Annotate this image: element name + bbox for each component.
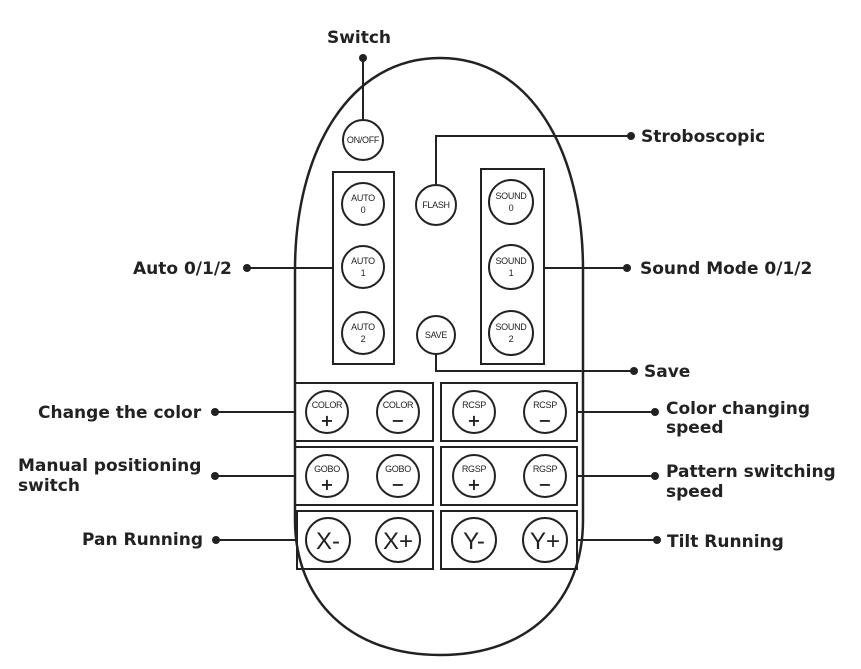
manual-dot — [211, 472, 219, 480]
auto-dot — [243, 264, 251, 272]
pattern-dot — [651, 472, 659, 480]
switch-dot — [359, 54, 367, 62]
rgsp-plus-button[interactable]: RGSP + — [452, 454, 496, 498]
leader-lines — [215, 58, 657, 541]
y-minus-label: Y- — [463, 528, 485, 555]
y-plus-button[interactable]: Y+ — [522, 517, 568, 563]
color-plus-button[interactable]: COLOR + — [305, 390, 349, 434]
auto0-number: 0 — [361, 205, 366, 215]
sound1-label: SOUND — [495, 256, 527, 266]
sound1-number: 1 — [509, 268, 514, 278]
onoff-label: ON/OFF — [347, 135, 380, 145]
auto0-label: AUTO — [351, 193, 375, 203]
sound2-number: 2 — [509, 334, 514, 344]
rgsp-plus-label: RGSP — [462, 464, 487, 474]
auto1-label: AUTO — [351, 256, 375, 266]
color-speed-callout-line1: Color changing — [666, 399, 810, 419]
color-speed-dot — [651, 408, 659, 416]
sound2-label: SOUND — [495, 322, 527, 332]
sound1-button[interactable]: SOUND 1 — [488, 244, 534, 290]
color-dot — [211, 408, 219, 416]
pattern-callout-line2: speed — [666, 482, 724, 502]
gobo-plus-button[interactable]: GOBO + — [305, 454, 349, 498]
sound-mode-callout: Sound Mode 0/1/2 — [640, 259, 812, 279]
sound-dot — [623, 264, 631, 272]
pattern-callout-line1: Pattern switching — [666, 462, 836, 482]
y-plus-label: Y+ — [530, 528, 560, 555]
gobo-minus-label: GOBO — [385, 464, 411, 474]
minus-icon: − — [391, 475, 404, 494]
sound0-label: SOUND — [495, 191, 527, 201]
tilt-callout: Tilt Running — [667, 532, 784, 552]
color-minus-label: COLOR — [383, 400, 414, 410]
stroboscopic-callout: Stroboscopic — [641, 127, 765, 147]
minus-icon: − — [538, 475, 551, 494]
manual-callout-line1: Manual positioning — [18, 456, 201, 476]
rcsp-minus-button[interactable]: RCSP − — [523, 390, 567, 434]
switch-callout: Switch — [327, 28, 391, 48]
x-plus-button[interactable]: X+ — [375, 517, 421, 563]
y-minus-button[interactable]: Y- — [451, 517, 497, 563]
plus-icon: + — [467, 475, 480, 494]
auto1-number: 1 — [361, 268, 366, 278]
sound-group-box — [480, 168, 545, 365]
change-color-callout: Change the color — [38, 403, 202, 423]
minus-icon: − — [538, 411, 551, 430]
gobo-minus-button[interactable]: GOBO − — [376, 454, 420, 498]
auto2-number: 2 — [361, 334, 366, 344]
x-minus-button[interactable]: X- — [305, 517, 351, 563]
stroboscopic-leader — [435, 135, 631, 184]
sound0-button[interactable]: SOUND 0 — [488, 179, 534, 225]
auto2-label: AUTO — [351, 322, 375, 332]
auto1-button[interactable]: AUTO 1 — [341, 245, 385, 289]
save-dot — [630, 367, 638, 375]
auto0-button[interactable]: AUTO 0 — [341, 182, 385, 226]
save-button[interactable]: SAVE — [416, 315, 456, 355]
save-leader — [435, 354, 634, 372]
remote-body-outline — [293, 56, 585, 657]
flash-label: FLASH — [422, 200, 450, 210]
save-callout: Save — [644, 362, 690, 382]
color-speed-callout-line2: speed — [666, 418, 724, 438]
plus-icon: + — [467, 411, 480, 430]
sound0-number: 0 — [509, 203, 514, 213]
rgsp-minus-label: RGSP — [533, 464, 558, 474]
pan-callout: Pan Running — [82, 530, 203, 550]
pan-dot — [212, 536, 220, 544]
color-plus-label: COLOR — [312, 400, 343, 410]
stroboscopic-dot — [627, 132, 635, 140]
leader-dots — [211, 54, 661, 544]
rcsp-plus-label: RCSP — [462, 400, 486, 410]
color-minus-button[interactable]: COLOR − — [376, 390, 420, 434]
auto2-button[interactable]: AUTO 2 — [341, 311, 385, 355]
x-minus-label: X- — [316, 528, 340, 555]
sound2-button[interactable]: SOUND 2 — [488, 310, 534, 356]
minus-icon: − — [391, 411, 404, 430]
tilt-dot — [653, 536, 661, 544]
plus-icon: + — [320, 411, 333, 430]
rcsp-plus-button[interactable]: RCSP + — [452, 390, 496, 434]
x-plus-label: X+ — [383, 528, 413, 555]
manual-callout-line2: switch — [18, 476, 80, 496]
flash-button[interactable]: FLASH — [415, 184, 457, 226]
auto-callout: Auto 0/1/2 — [133, 259, 232, 279]
gobo-plus-label: GOBO — [314, 464, 340, 474]
save-label: SAVE — [425, 330, 447, 340]
rcsp-minus-label: RCSP — [533, 400, 557, 410]
onoff-button[interactable]: ON/OFF — [342, 119, 384, 161]
rgsp-minus-button[interactable]: RGSP − — [523, 454, 567, 498]
plus-icon: + — [320, 475, 333, 494]
